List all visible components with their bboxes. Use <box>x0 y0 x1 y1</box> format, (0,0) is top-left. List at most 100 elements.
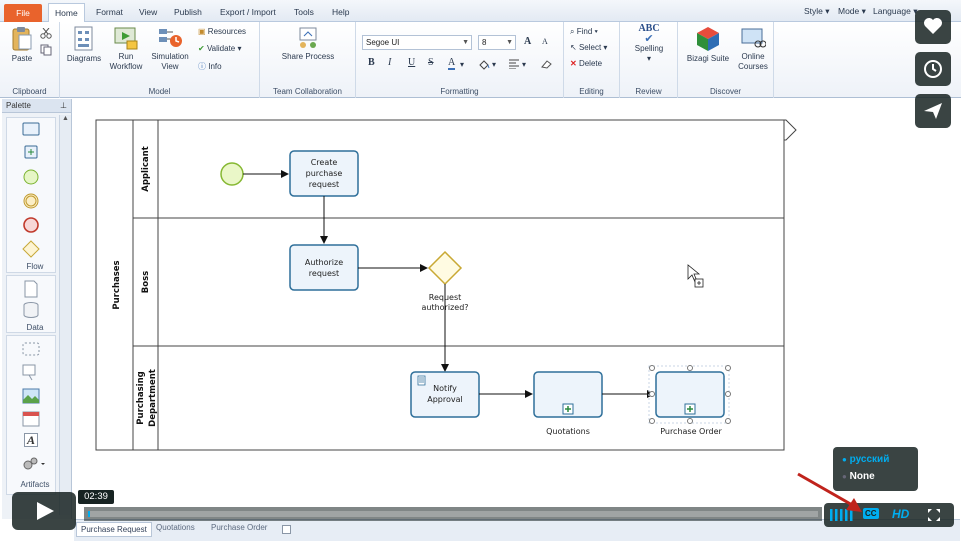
task-notify-approval[interactable]: Notify Approval <box>410 371 480 418</box>
lane-label-boss[interactable]: Boss <box>141 271 151 293</box>
task-create-purchase-request[interactable]: Create purchase request <box>289 150 359 197</box>
lane-label-purchasing-line2[interactable]: Department <box>148 369 158 427</box>
style-menu[interactable]: Style ▾ <box>804 6 830 16</box>
intermediate-event-icon[interactable] <box>22 192 40 210</box>
paste-icon <box>12 27 32 51</box>
chevron-down-icon[interactable]: ▾ <box>522 60 527 69</box>
clipboard-group: Paste Clipboard <box>0 22 60 98</box>
tab-quotations[interactable]: Quotations <box>156 523 195 532</box>
strikethrough-button[interactable]: S <box>428 57 434 68</box>
custom-shapes-icon[interactable] <box>22 456 46 472</box>
play-button[interactable] <box>12 492 76 530</box>
simulation-view-button[interactable]: Simulation View <box>148 26 192 72</box>
resources-button[interactable]: ▣ Resources <box>198 27 246 36</box>
info-icon: ⓘ <box>198 62 206 71</box>
eraser-icon[interactable] <box>540 59 552 69</box>
start-event[interactable] <box>220 162 244 186</box>
tab-purchase-order[interactable]: Purchase Order <box>211 523 268 532</box>
find-button[interactable]: ⌕ Find ▾ <box>570 27 598 36</box>
align-icon[interactable] <box>508 59 520 69</box>
pin-icon[interactable]: ⊥ <box>60 101 67 110</box>
chevron-down-icon[interactable]: ▾ <box>460 60 465 69</box>
palette-artifacts-label: Artifacts <box>20 480 50 489</box>
caption-option-none[interactable]: ● None <box>842 471 875 482</box>
tab-home[interactable]: Home <box>48 3 85 22</box>
tab-view[interactable]: View <box>139 7 158 17</box>
palette-scrollbar[interactable]: ▲ <box>59 115 71 515</box>
start-event-icon[interactable] <box>22 168 40 186</box>
paste-button[interactable]: Paste <box>8 26 36 64</box>
tab-purchase-request[interactable]: Purchase Request <box>76 522 152 537</box>
cut-icon[interactable] <box>40 28 52 39</box>
grow-font-button[interactable]: A <box>524 36 532 47</box>
language-menu[interactable]: Language ▾ <box>873 6 918 16</box>
volume-bars-icon[interactable] <box>830 509 854 521</box>
header-shape-icon[interactable] <box>22 411 40 427</box>
task-authorize-request[interactable]: Authorize request <box>289 244 359 291</box>
validate-button[interactable]: ✔ Validate ▾ <box>198 44 242 53</box>
scroll-up-icon[interactable]: ▲ <box>62 115 69 122</box>
underline-button[interactable]: U <box>408 57 416 68</box>
subprocess-purchase-order[interactable] <box>648 365 731 424</box>
file-menu[interactable]: File <box>4 4 42 22</box>
subprocess-label: Purchase Order <box>660 427 722 436</box>
bold-button[interactable]: B <box>368 57 375 68</box>
chevron-down-icon[interactable]: ▾ <box>492 60 497 69</box>
spelling-button[interactable]: ABC ✔ Spelling▾ <box>628 24 670 64</box>
palette-data-label: Data <box>26 323 44 332</box>
like-button[interactable] <box>915 10 951 44</box>
subprocess-quotations[interactable] <box>533 371 603 418</box>
data-store-icon[interactable] <box>22 301 40 319</box>
mode-menu[interactable]: Mode ▾ <box>838 6 866 16</box>
hd-button[interactable]: HD <box>892 507 910 521</box>
paste-label: Paste <box>11 54 33 63</box>
palette-flow-section: Flow <box>6 117 56 273</box>
palette-artifacts-section: A Artifacts <box>6 335 56 495</box>
italic-button[interactable]: I <box>388 57 392 68</box>
task-label: Create <box>311 158 338 167</box>
new-tab-icon[interactable] <box>282 525 291 534</box>
info-button[interactable]: ⓘ Info <box>198 61 222 72</box>
end-event-icon[interactable] <box>22 216 40 234</box>
diagram-canvas[interactable]: Purchases Applicant Boss Purchasing Depa… <box>74 99 960 519</box>
paper-plane-icon <box>924 103 942 119</box>
font-size-select[interactable]: 8▼ <box>478 35 516 50</box>
diagrams-button[interactable]: Diagrams <box>66 26 102 64</box>
text-tool-icon[interactable]: A <box>24 433 38 447</box>
data-object-icon[interactable] <box>22 280 40 298</box>
lane-label-purchasing-line1[interactable]: Purchasing <box>136 371 146 424</box>
delete-button[interactable]: ✕ Delete <box>570 59 602 68</box>
font-color-button[interactable]: A <box>448 57 456 70</box>
tab-tools[interactable]: Tools <box>294 7 314 17</box>
gateway-shape-icon[interactable] <box>22 240 40 258</box>
group-shape-icon[interactable] <box>22 342 40 356</box>
fullscreen-icon[interactable] <box>928 509 940 521</box>
select-button[interactable]: ↖ Select ▾ <box>570 43 608 52</box>
tab-publish[interactable]: Publish <box>174 7 202 17</box>
task-label: Authorize <box>305 258 343 267</box>
share-button[interactable] <box>915 94 951 128</box>
selection-handles[interactable] <box>649 365 731 424</box>
font-family-select[interactable]: Segoe UI▼ <box>362 35 472 50</box>
run-workflow-button[interactable]: Run Workflow <box>106 26 146 72</box>
fill-color-icon[interactable] <box>478 59 490 70</box>
lane-label-applicant[interactable]: Applicant <box>141 146 151 191</box>
share-process-button[interactable]: Share Process <box>270 26 346 62</box>
online-courses-button[interactable]: Online Courses <box>734 26 772 72</box>
video-progress-bar[interactable] <box>84 507 822 521</box>
copy-icon[interactable] <box>40 44 52 56</box>
bizagi-suite-button[interactable]: Bizagi Suite <box>684 26 732 64</box>
pool-label[interactable]: Purchases <box>112 260 122 309</box>
watch-later-button[interactable] <box>915 52 951 86</box>
tab-export-import[interactable]: Export / Import <box>220 7 276 17</box>
captions-button[interactable]: CC <box>863 508 879 519</box>
shrink-font-button[interactable]: A <box>542 37 548 46</box>
task-shape-icon[interactable] <box>22 122 40 136</box>
caption-option-russian[interactable]: ● русский <box>842 454 890 465</box>
image-icon[interactable] <box>22 388 40 404</box>
annotation-icon[interactable] <box>22 364 40 382</box>
subprocess-shape-icon[interactable] <box>22 145 40 159</box>
tab-help[interactable]: Help <box>332 7 350 17</box>
bizagi-suite-label: Bizagi Suite <box>686 54 730 63</box>
tab-format[interactable]: Format <box>96 7 123 17</box>
